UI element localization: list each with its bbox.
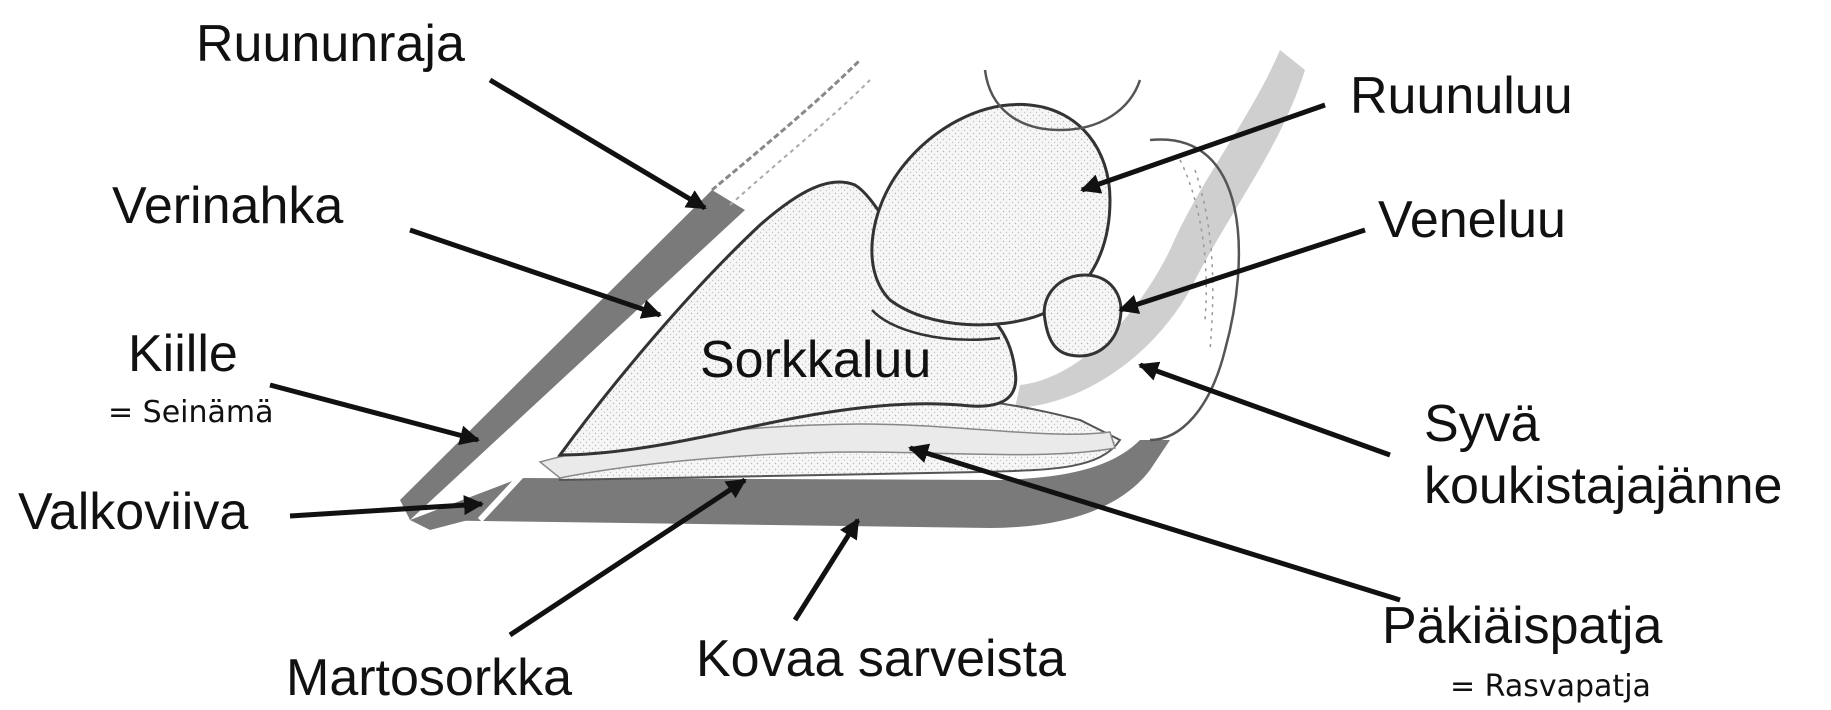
label-syva-line1: Syvä: [1424, 398, 1540, 450]
label-kiille: Kiille: [128, 328, 238, 380]
arrow-kovaa-sarveista: [795, 520, 858, 620]
label-pakiaispatja: Päkiäispatja: [1382, 600, 1662, 652]
label-ruunuluu: Ruunuluu: [1350, 70, 1573, 122]
label-veneluu: Veneluu: [1378, 194, 1566, 246]
arrow-verinahka: [410, 230, 660, 315]
label-martosorkka: Martosorkka: [286, 652, 572, 704]
label-valkoviiva: Valkoviiva: [18, 486, 248, 538]
arrow-syva: [1140, 365, 1390, 455]
label-pakiaispatja-note: = Rasvapatja: [1450, 672, 1651, 702]
label-kiille-note: = Seinämä: [108, 398, 274, 428]
arrow-ruununraja: [490, 80, 705, 208]
arrow-ruunuluu: [1082, 105, 1325, 190]
label-syva-line2: koukistajajänne: [1424, 460, 1782, 512]
coronary-band: [712, 60, 860, 190]
label-sorkkaluu: Sorkkaluu: [700, 334, 931, 386]
label-verinahka: Verinahka: [112, 180, 343, 232]
arrow-kiille: [270, 385, 478, 440]
navicular-bone: [1044, 275, 1121, 356]
label-kovaa-sarveista: Kovaa sarveista: [696, 633, 1066, 685]
label-ruununraja: Ruununraja: [196, 18, 465, 70]
arrow-veneluu: [1120, 230, 1365, 310]
